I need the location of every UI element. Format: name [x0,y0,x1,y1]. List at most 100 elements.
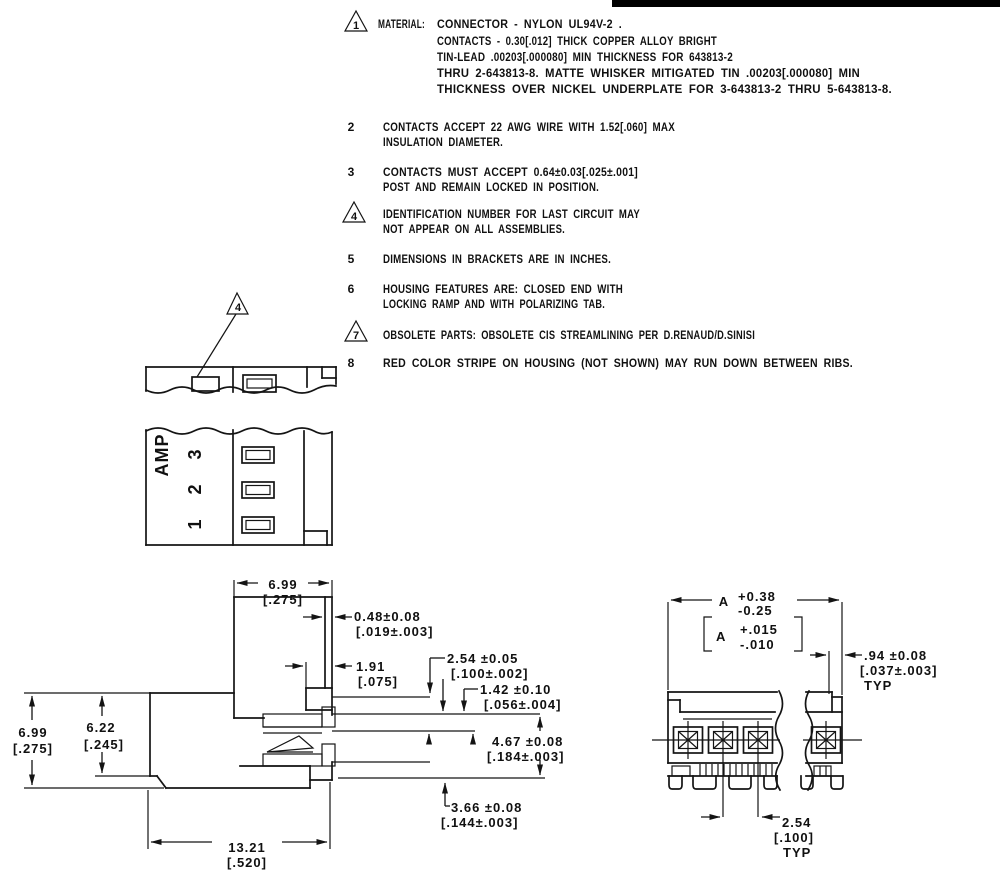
note-5: 5 DIMENSIONS IN BRACKETS ARE IN INCHES. [348,252,611,266]
contact-spring [266,735,315,753]
dimension-arrows [29,580,543,845]
note-2-line: INSULATION DIAMETER. [383,135,503,149]
dim-pitch-mm: 2.54 [782,815,811,830]
top-partial-view: 4 [144,291,337,394]
note-1-line: TIN-LEAD .00203[.000080] MIN THICKNESS F… [437,50,733,64]
dim-pitch-in: [.100] [774,830,814,845]
note-3-number: 3 [348,165,355,179]
note-8-line: RED COLOR STRIPE ON HOUSING (NOT SHOWN) … [383,356,853,370]
side-section-view: 6.99 [.275] 0.48±0.08 [.019±.003] 1.91 [… [13,577,564,870]
note-4-line: NOT APPEAR ON ALL ASSEMBLIES. [383,222,565,236]
dim-wire-step-in: [.019±.003] [356,624,433,639]
note-4: 4 IDENTIFICATION NUMBER FOR LAST CIRCUIT… [341,200,640,236]
break-line-wavy [774,689,784,792]
note-7-triangle-symbol [343,319,369,342]
dim-ramp-in: [.075] [358,674,398,689]
contact-cross-section [262,706,336,767]
note-1-prefix: MATERIAL: [378,17,425,31]
dim-overall-height-in: [.275] [13,741,53,756]
contact-slot-inner [245,484,271,496]
note-7: 7 OBSOLETE PARTS: OBSOLETE CIS STREAMLIN… [343,319,755,342]
dim-post-entry-in: [.144±.003] [441,815,518,830]
latch-slot-outer [242,374,277,393]
notes-section: 1 MATERIAL: CONNECTOR - NYLON UL94V-2 . … [341,9,892,370]
dim-rib-typ: TYP [864,678,892,693]
dim-a-minus: -0.25 [738,603,773,618]
rib-block [813,765,832,777]
note-3-line: POST AND REMAIN LOCKED IN POSITION. [383,180,599,194]
circuit-number-1: 1 [185,518,205,529]
note-1-line: THICKNESS OVER NICKEL UNDERPLATE FOR 3-6… [437,82,892,96]
dim-post-entry-mm: 3.66 ±0.08 [451,800,522,815]
brand-marking: AMP [152,434,172,477]
note-2-number: 2 [348,120,355,134]
note-6: 6 HOUSING FEATURES ARE: CLOSED END WITH … [348,282,623,311]
dim-slot-width-in: [.056±.004] [484,697,561,712]
dim-overall-height-mm: 6.99 [18,725,47,740]
note-6-line: HOUSING FEATURES ARE: CLOSED END WITH [383,282,623,296]
mounting-feet [668,775,844,790]
note-5-line: DIMENSIONS IN BRACKETS ARE IN INCHES. [383,252,611,266]
note-1-number: 1 [353,20,359,32]
callout-triangle [226,291,249,315]
dim-overall-length-mm: 13.21 [228,840,266,855]
dim-contact-pitch-mm: 2.54 ±0.05 [447,651,518,666]
serration-comb [699,764,773,776]
note-4-number: 4 [351,211,358,223]
dim-a-plus-in: +.015 [740,622,778,637]
circuit-number-2: 2 [185,483,205,494]
dim-slot-width-mm: 1.42 ±0.10 [480,682,551,697]
note-6-number: 6 [348,282,355,296]
dim-contact-pitch-in: [.100±.002] [451,666,528,681]
dim-contact-depth-mm: 4.67 ±0.08 [492,734,563,749]
dim-a-plus: +0.38 [738,589,776,604]
note-2-line: CONTACTS ACCEPT 22 AWG WIRE WITH 1.52[.0… [383,120,675,134]
contact-slot [241,446,275,464]
callout-number: 4 [235,302,242,314]
note-7-number: 7 [353,330,359,342]
dim-rib-mm: .94 ±0.08 [864,648,927,663]
note-1-triangle-symbol [343,9,369,32]
dim-overall-length-in: [.520] [227,855,267,870]
note-2: 2 CONTACTS ACCEPT 22 AWG WIRE WITH 1.52[… [348,120,675,149]
contact-slot [241,516,275,534]
note-8-number: 8 [348,356,355,370]
sheet-border-fragment [612,0,1000,7]
dim-rib-in: [.037±.003] [860,663,937,678]
break-line-wavy [144,384,337,394]
dim-a-minus-in: -.010 [740,637,775,652]
note-1-line: CONTACTS - 0.30[.012] THICK COPPER ALLOY… [437,34,717,48]
break-line-wavy [804,689,814,792]
dim-a-label-in: A [716,629,726,644]
contact-slot-inner [245,449,271,461]
note-4-line: IDENTIFICATION NUMBER FOR LAST CIRCUIT M… [383,207,640,221]
dim-contact-depth-in: [.184±.003] [487,749,564,764]
dim-inner-height-in: [.245] [84,737,124,752]
marking-view: AMP 3 2 1 [144,427,334,546]
bracket-right [794,616,803,652]
latch-slot-inner [246,378,273,389]
bracket-left [703,616,712,652]
contact-slot-inner [245,519,271,531]
dim-top-width-in: [.275] [263,592,303,607]
note-3-line: CONTACTS MUST ACCEPT 0.64±0.03[.025±.001… [383,165,638,179]
note-1-line: THRU 2-643813-8. MATTE WHISKER MITIGATED… [437,66,860,80]
dim-ramp-mm: 1.91 [356,659,385,674]
note-1-line: CONNECTOR - NYLON UL94V-2 . [437,17,622,31]
note-3: 3 CONTACTS MUST ACCEPT 0.64±0.03[.025±.0… [348,165,638,194]
note-7-line: OBSOLETE PARTS: OBSOLETE CIS STREAMLININ… [383,328,755,342]
id-number-pad [191,376,220,392]
contact-slot [241,481,275,499]
note-8: 8 RED COLOR STRIPE ON HOUSING (NOT SHOWN… [348,356,853,370]
dim-inner-height-mm: 6.22 [86,720,115,735]
note-4-triangle-symbol [341,200,367,223]
front-view: A +0.38 -0.25 A +.015 -.010 .94 ±0.08 [.… [652,589,937,860]
dim-wire-step-mm: 0.48±0.08 [354,609,421,624]
note-5-number: 5 [348,252,355,266]
dim-pitch-typ: TYP [783,845,811,860]
dim-a-label: A [719,594,729,609]
note-6-line: LOCKING RAMP AND WITH POLARIZING TAB. [383,297,605,311]
rib-block [671,765,691,777]
dim-top-width-mm: 6.99 [268,577,297,592]
